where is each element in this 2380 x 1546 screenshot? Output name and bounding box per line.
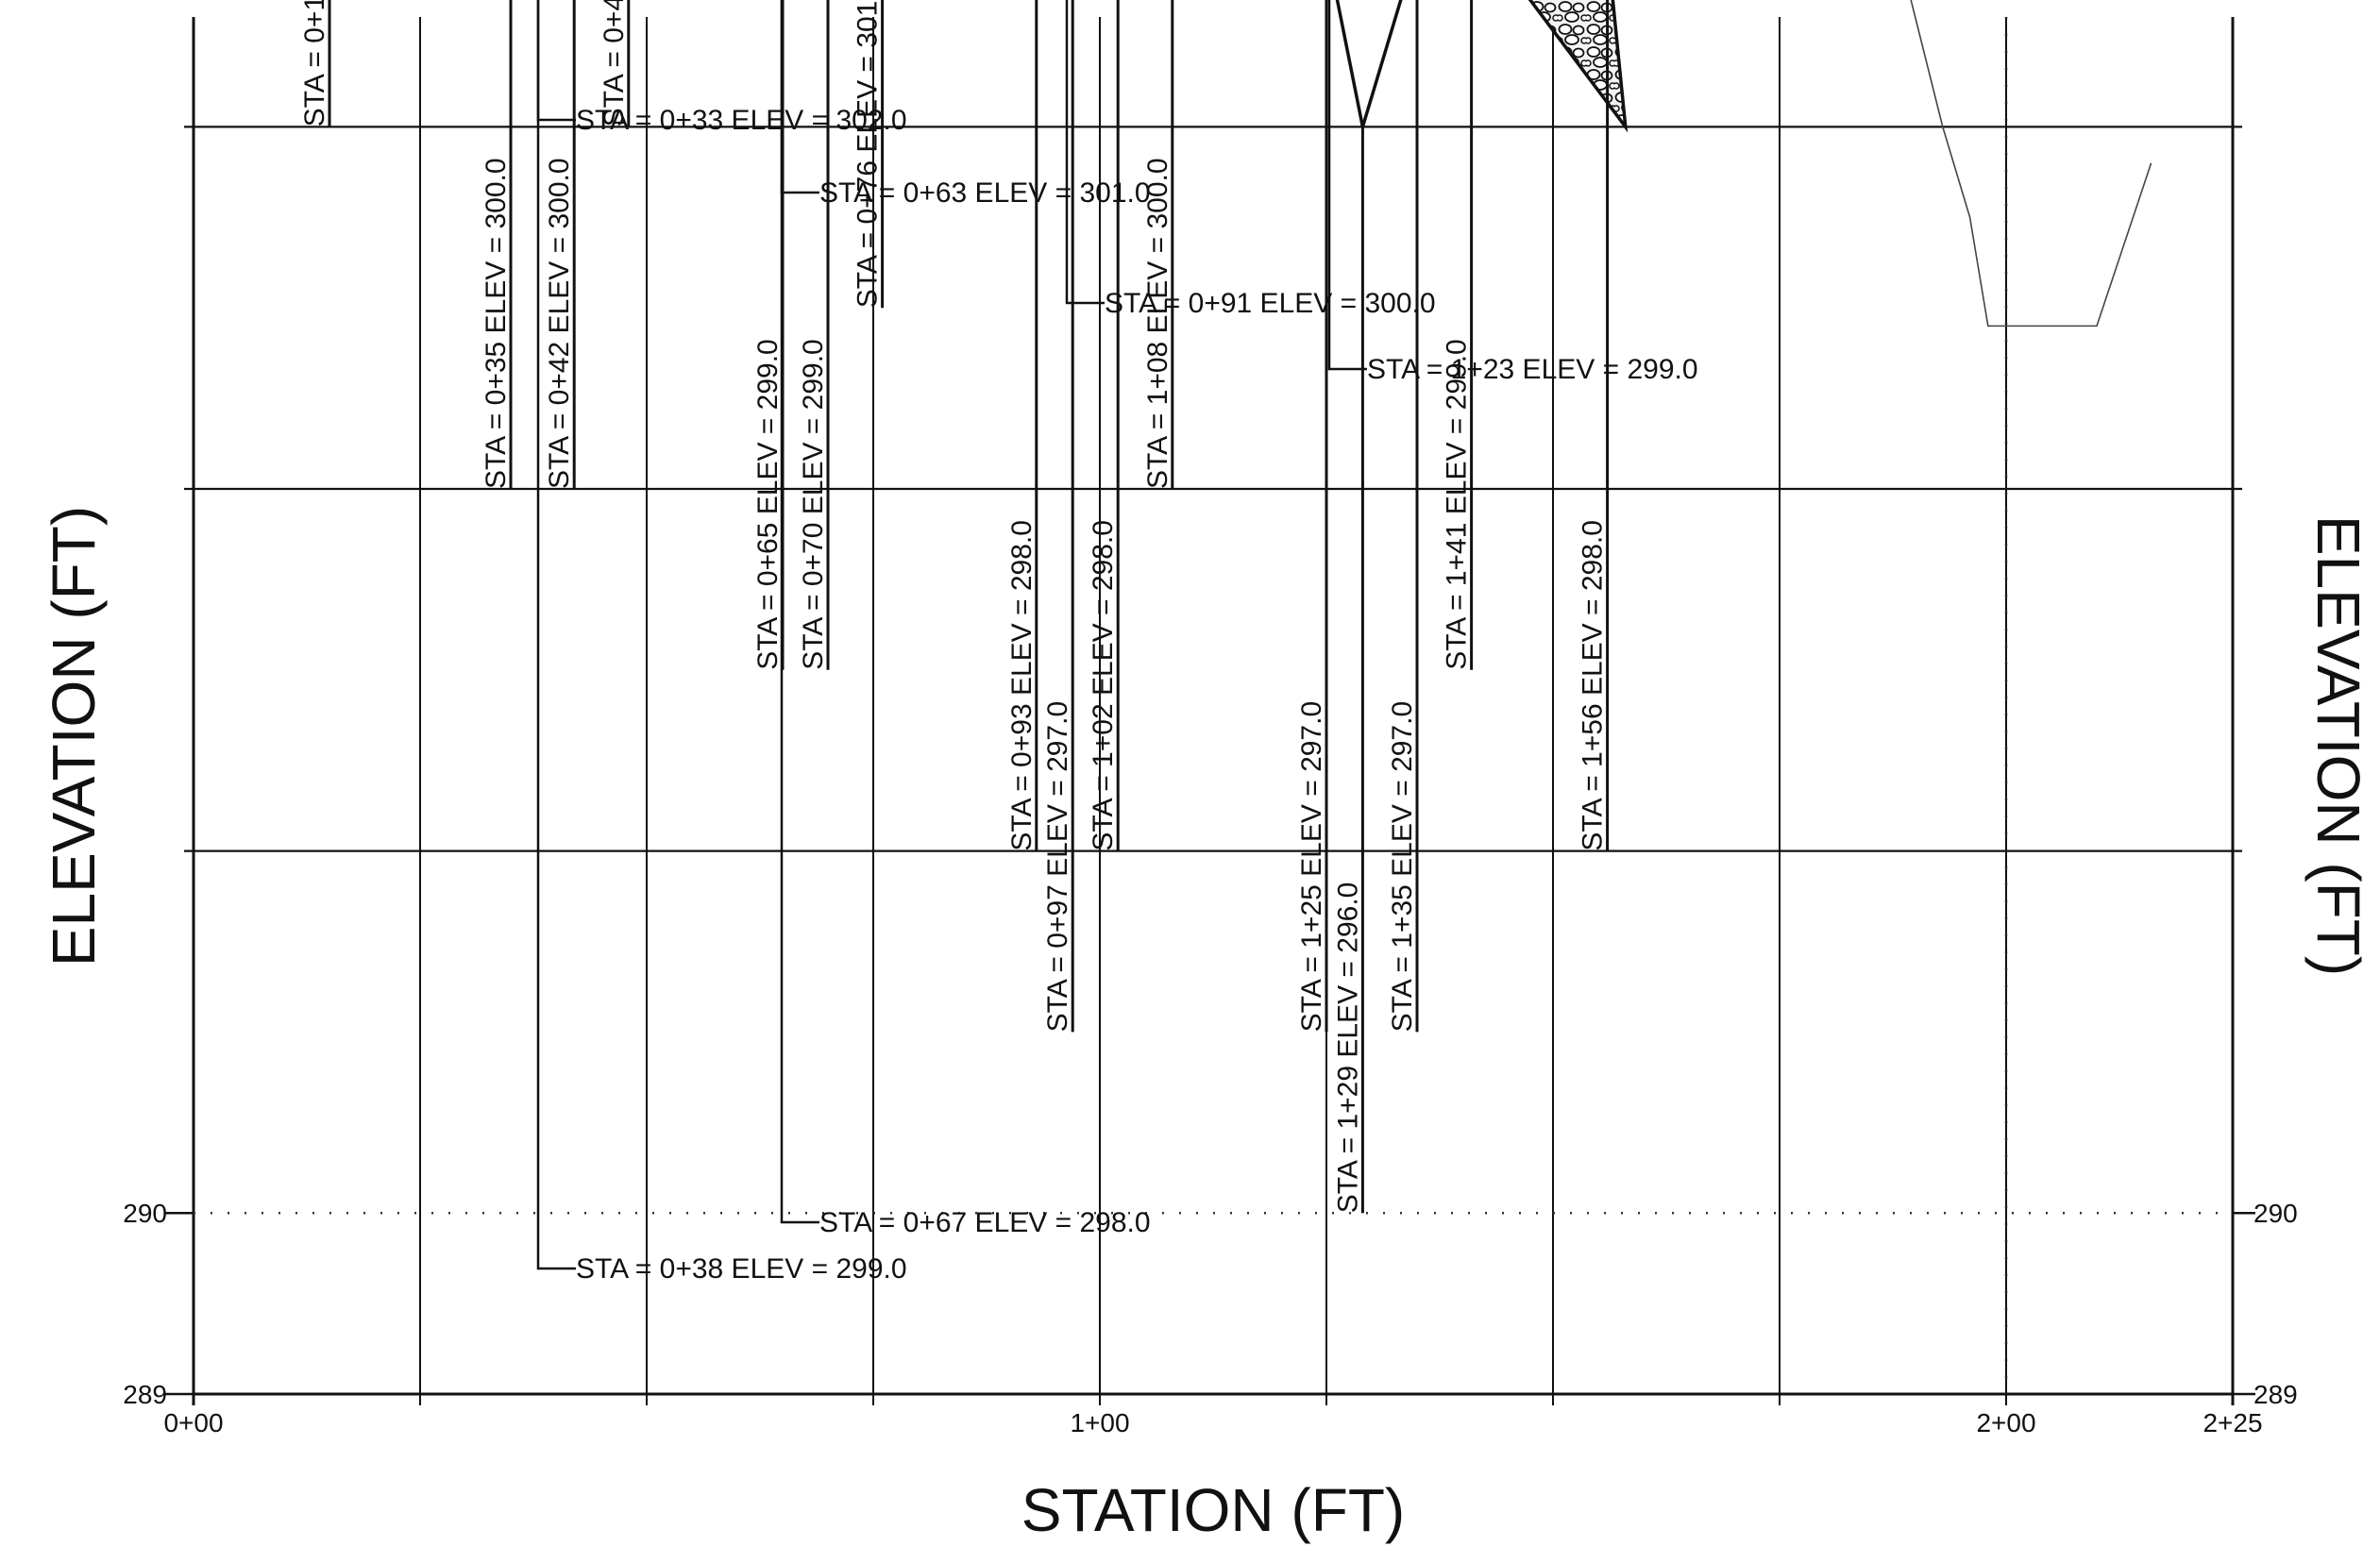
axis-tick-labels: 0+001+002+002+25300300290290289289 bbox=[123, 1199, 2298, 1437]
callout-leader bbox=[780, 0, 819, 1224]
riprap-weir bbox=[1528, 0, 1629, 133]
x-tick-label: 2+25 bbox=[2203, 1408, 2262, 1437]
riprap-weirs bbox=[1528, 0, 1629, 133]
vertical-station-label: STA = 1+02 ELEV = 298.0 bbox=[1088, 520, 1119, 851]
callout-leader bbox=[780, 0, 819, 194]
x-tick-label: 0+00 bbox=[163, 1408, 223, 1437]
y-tick-label-left: 289 bbox=[123, 1380, 167, 1409]
vertical-station-label: STA = 1+25 ELEV = 297.0 bbox=[1296, 701, 1327, 1033]
callout-leader bbox=[536, 0, 576, 1270]
vertical-station-label: STA = 0+42 ELEV = 300.0 bbox=[544, 158, 575, 489]
y-tick-label-left: 290 bbox=[123, 1199, 167, 1228]
y-axis-title-right: ELEVATION (FT) bbox=[2304, 515, 2372, 976]
callout-label: STA = 0+63 ELEV = 301.0 bbox=[819, 177, 1151, 209]
y-tick-label-right: 289 bbox=[2253, 1380, 2298, 1409]
x-tick-label: 1+00 bbox=[1070, 1408, 1129, 1437]
vertical-station-label: STA = 1+08 ELEV = 300.0 bbox=[1142, 158, 1173, 489]
y-tick-label-right: 290 bbox=[2253, 1199, 2298, 1228]
vertical-station-label: STA = 0+35 ELEV = 300.0 bbox=[481, 158, 512, 489]
vertical-station-label: STA = 0+15 ELEV = 302.0 bbox=[299, 0, 330, 126]
callout-label: STA = 0+91 ELEV = 300.0 bbox=[1105, 288, 1436, 319]
vertical-station-label: STA = 1+41 ELEV = 299.0 bbox=[1442, 339, 1473, 670]
callout-label: STA = 1+23 ELEV = 299.0 bbox=[1367, 354, 1698, 385]
callout-leader bbox=[536, 0, 576, 122]
x-tick-label: 2+00 bbox=[1976, 1408, 2035, 1437]
callout-label: STA = 0+38 ELEV = 299.0 bbox=[576, 1253, 907, 1285]
vertical-station-label: STA = 0+93 ELEV = 298.0 bbox=[1006, 520, 1038, 851]
vertical-station-label: STA = 0+65 ELEV = 299.0 bbox=[752, 339, 784, 670]
vertical-station-label: STA = 0+97 ELEV = 297.0 bbox=[1042, 701, 1073, 1033]
vertical-station-label: STA = 0+76 ELEV = 301.0 bbox=[852, 0, 884, 308]
pool-profiles bbox=[1335, 0, 1403, 127]
callout-label: STA = 0+33 ELEV = 302.0 bbox=[576, 105, 907, 136]
callout-label: STA = 0+67 ELEV = 298.0 bbox=[819, 1207, 1151, 1238]
y-axis-title-left: ELEVATION (FT) bbox=[40, 506, 108, 966]
vertical-station-label: STA = 1+35 ELEV = 297.0 bbox=[1387, 701, 1418, 1033]
pool-profile-line bbox=[1335, 0, 1403, 127]
callout-leader bbox=[1327, 0, 1367, 371]
vertical-station-label: STA = 0+70 ELEV = 299.0 bbox=[798, 339, 829, 670]
vertical-station-label: STA = 0+48 ELEV = 302.0 bbox=[599, 0, 630, 126]
callout-leader bbox=[1065, 0, 1105, 305]
vertical-station-label: STA = 1+29 ELEV = 296.0 bbox=[1332, 882, 1363, 1214]
x-axis-title: STATION (FT) bbox=[1021, 1476, 1405, 1544]
vertical-station-label: STA = 1+56 ELEV = 298.0 bbox=[1578, 520, 1609, 851]
